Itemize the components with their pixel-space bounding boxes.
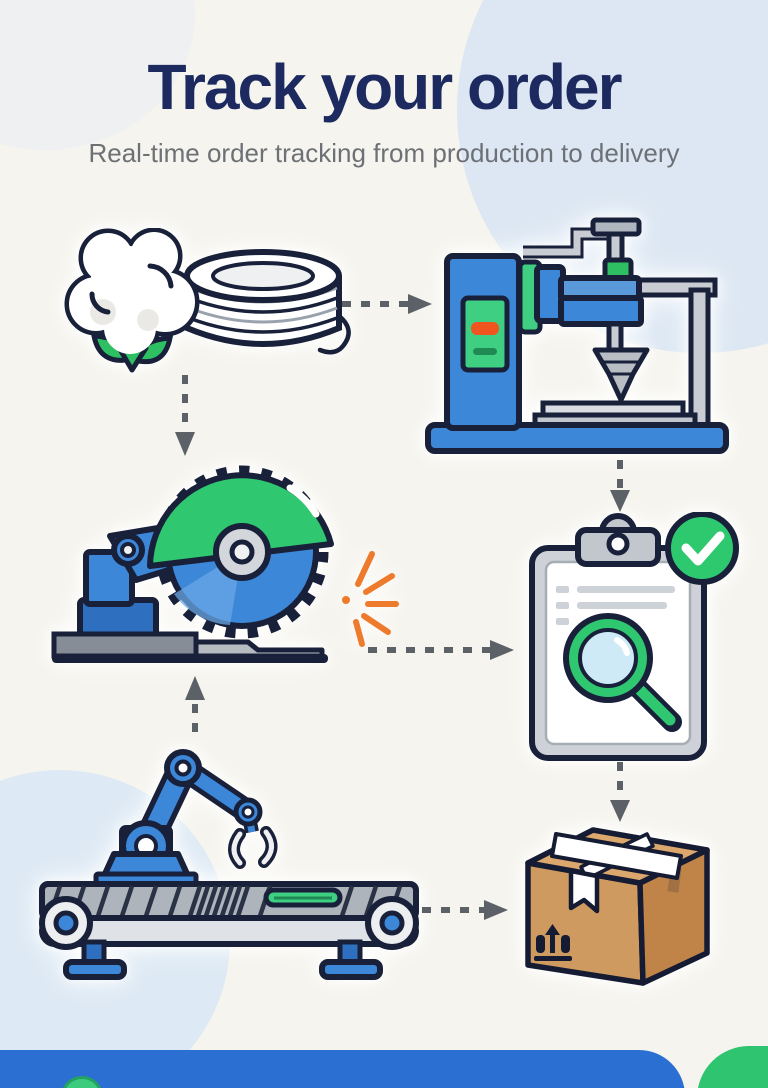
yarn-coil xyxy=(184,249,351,355)
arrow-production-to-inspection xyxy=(610,460,630,512)
magnifier xyxy=(563,613,682,732)
inspection-clipboard-icon xyxy=(529,511,739,761)
cutter-base xyxy=(51,631,328,663)
this-way-up-mark xyxy=(534,924,572,961)
page-subtitle: Real-time order tracking from production… xyxy=(88,138,680,168)
step-assembly-line xyxy=(22,742,442,1007)
page-title: Track your order xyxy=(147,51,622,123)
footer-bar xyxy=(0,1050,685,1088)
sparks xyxy=(342,551,399,647)
arrow-raw-to-production xyxy=(342,294,432,314)
saw-blade xyxy=(147,465,334,639)
cutting-machine-icon xyxy=(51,465,399,663)
conveyor-belt xyxy=(39,881,419,980)
check-badge xyxy=(665,511,739,585)
machine-head xyxy=(517,257,650,403)
arrow-raw-to-cutting xyxy=(175,375,195,456)
step-raw-materials xyxy=(58,227,358,468)
document-lines xyxy=(556,586,675,625)
tape-flap xyxy=(568,868,600,914)
machine-base xyxy=(425,422,729,454)
machine-frame xyxy=(523,217,718,429)
machine-tower xyxy=(444,253,522,431)
step-packaging xyxy=(523,823,743,1018)
stitching-machine-icon xyxy=(425,217,729,454)
robotic-arm-conveyor-icon xyxy=(39,749,419,980)
shipping-box-icon xyxy=(525,827,710,986)
arrow-inspection-to-packaging xyxy=(610,762,630,822)
step-production xyxy=(425,210,765,465)
step-cutting xyxy=(50,458,400,678)
cotton-boll xyxy=(64,227,200,373)
arrow-assembly-to-cutting xyxy=(185,676,205,738)
box-tape xyxy=(550,832,683,914)
cotton-and-yarn-icon xyxy=(64,227,351,373)
robotic-arm xyxy=(93,749,278,889)
arrow-assembly-to-packaging xyxy=(422,900,508,920)
step-quality-inspection xyxy=(522,511,742,772)
arrow-cutting-to-inspection xyxy=(368,640,514,660)
footer-corner-green xyxy=(697,1046,768,1088)
